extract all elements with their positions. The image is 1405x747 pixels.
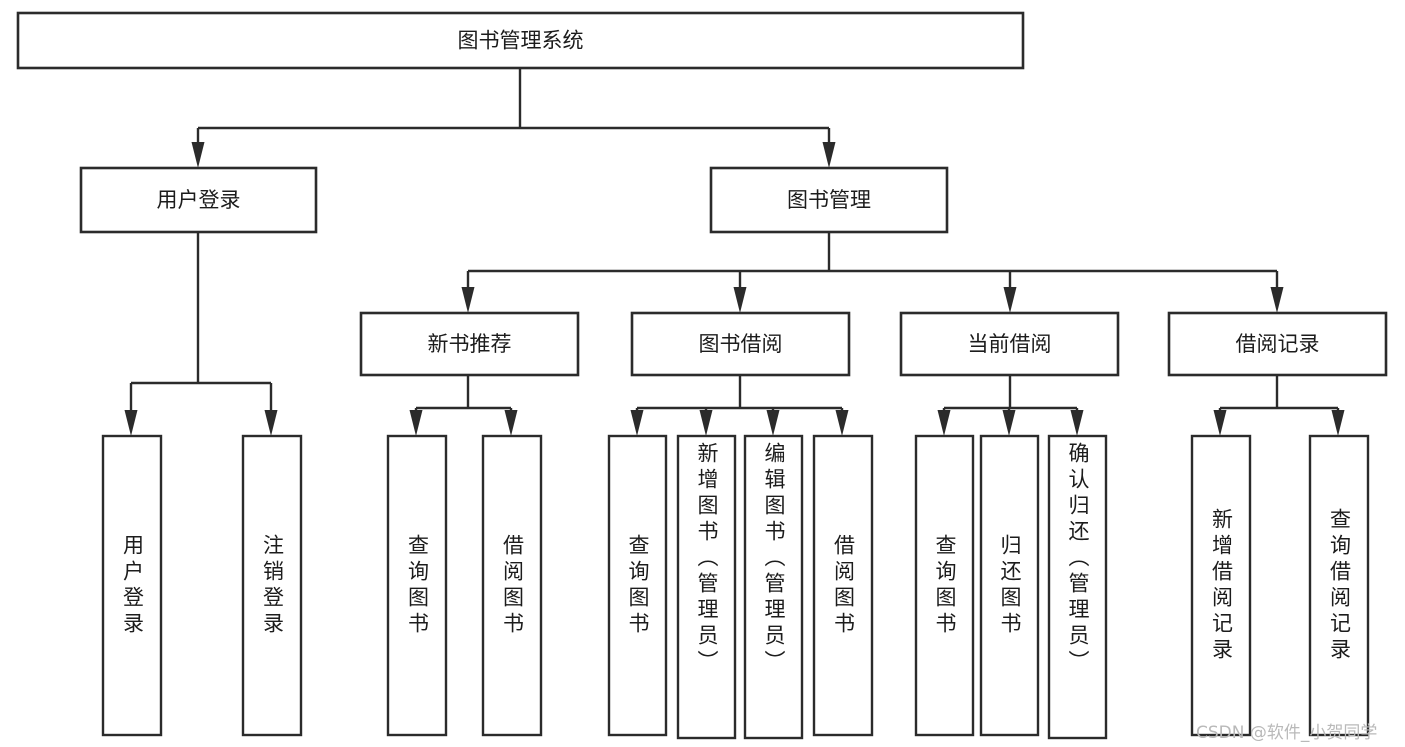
connector-bookmanage-to-level2: [461, 232, 1284, 313]
connector-recommend-to-leaves: [409, 375, 518, 436]
node-box-leaf-query-book-current[interactable]: [914, 434, 975, 737]
node-box-leaf-confirm-return-admin[interactable]: [1047, 434, 1108, 740]
connector-current-to-leaves: [937, 375, 1084, 436]
node-box-leaf-add-book-admin[interactable]: [676, 434, 737, 740]
node-box-leaf-borrow-book-borrow[interactable]: [812, 434, 874, 737]
node-box-leaf-edit-book-admin[interactable]: [743, 434, 804, 740]
node-label-root: 图书管理系统: [458, 29, 584, 53]
node-box-user-login[interactable]: [79, 166, 318, 234]
node-label-book-manage: 图书管理: [787, 188, 871, 212]
node-label-current-borrow: 当前借阅: [968, 332, 1052, 356]
node-box-leaf-add-borrow-record[interactable]: [1190, 434, 1252, 737]
node-box-leaf-query-book-borrow[interactable]: [607, 434, 668, 737]
node-box-leaf-return-book[interactable]: [979, 434, 1040, 737]
node-box-current-borrow[interactable]: [899, 311, 1120, 377]
connector-userlogin-to-leaves: [124, 232, 278, 436]
node-box-leaf-query-borrow-record[interactable]: [1308, 434, 1370, 737]
node-label-new-book-recommend: 新书推荐: [428, 332, 512, 356]
node-box-book-borrow[interactable]: [630, 311, 851, 377]
boxes-layer: [16, 11, 1388, 740]
connector-borrow-to-leaves: [630, 375, 849, 436]
node-box-leaf-user-login[interactable]: [101, 434, 163, 737]
node-box-leaf-borrow-book-recommend[interactable]: [481, 434, 543, 737]
node-box-leaf-query-book-recommend[interactable]: [386, 434, 448, 737]
connector-record-to-leaves: [1213, 375, 1345, 436]
node-box-root[interactable]: [16, 11, 1025, 70]
node-label-book-borrow: 图书借阅: [699, 332, 783, 356]
node-label-user-login: 用户登录: [157, 188, 241, 212]
connectors-layer: [124, 68, 1345, 436]
node-box-book-manage[interactable]: [709, 166, 949, 234]
node-box-leaf-logout[interactable]: [241, 434, 303, 737]
node-box-borrow-record[interactable]: [1167, 311, 1388, 377]
node-box-new-book-recommend[interactable]: [359, 311, 580, 377]
connector-root-to-level1: [191, 68, 836, 168]
node-label-borrow-record: 借阅记录: [1236, 332, 1320, 356]
